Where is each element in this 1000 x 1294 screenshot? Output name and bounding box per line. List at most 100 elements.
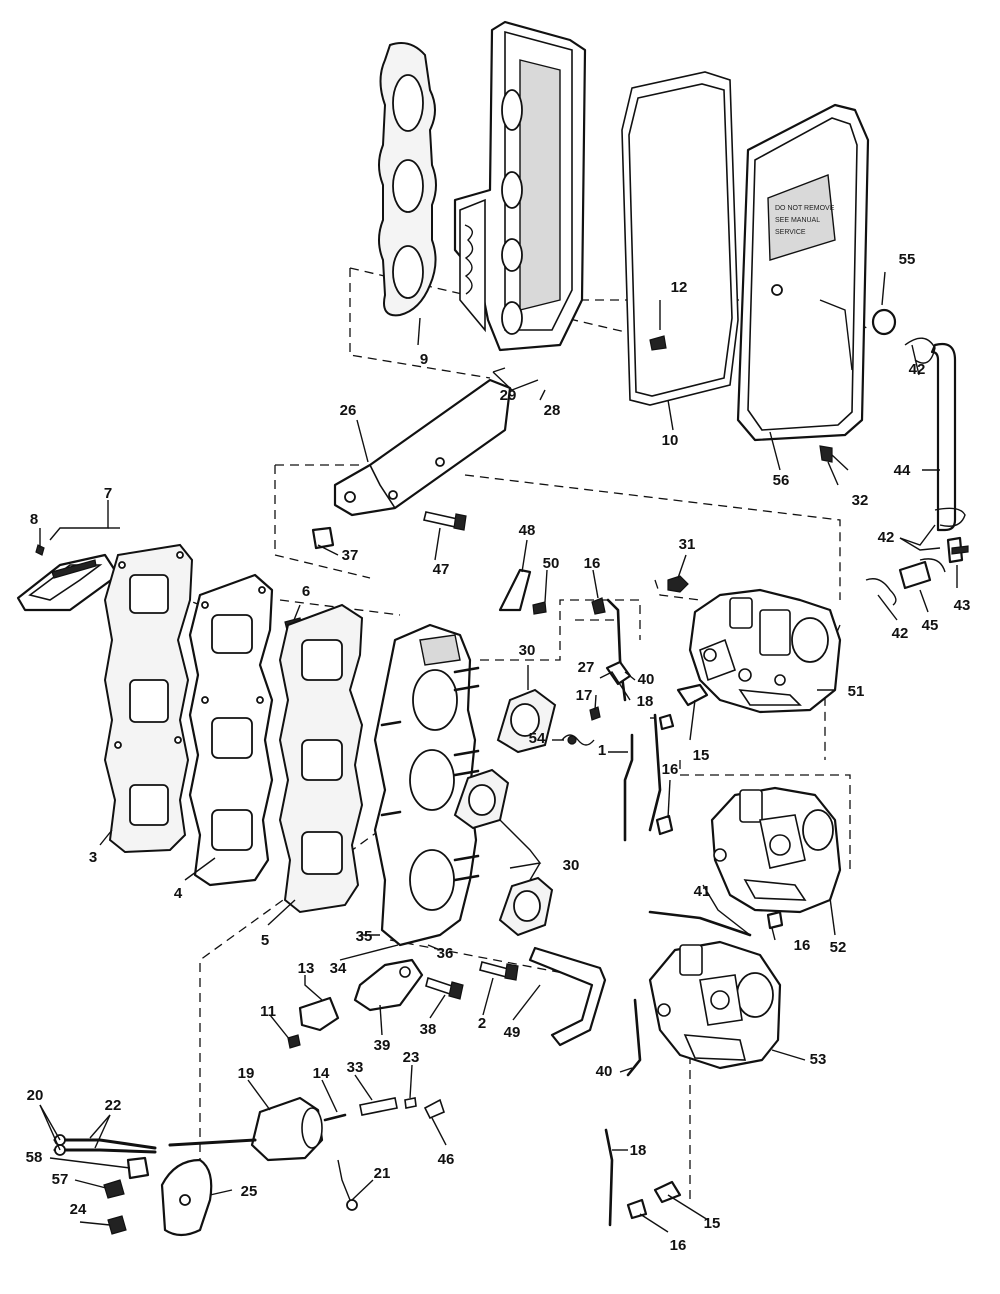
bolt-47 [423,511,467,531]
callout-28: 28 [544,402,561,419]
callout-34: 34 [330,960,347,977]
callout-53: 53 [810,1051,827,1068]
gasket-3 [103,543,194,854]
callout-labels: 9 12 55 42 29 28 26 10 56 32 44 7 8 48 3… [26,251,971,1254]
grommet-37 [311,526,335,550]
adapter-plate-34 [373,623,480,947]
callout-39: 39 [374,1037,391,1054]
callout-25: 25 [241,1183,258,1200]
callout-42-upper: 42 [909,361,926,378]
callout-51: 51 [848,683,865,700]
callout-21: 21 [374,1165,391,1182]
bracket-13 [298,996,340,1032]
screw-11 [287,1034,301,1049]
throttle-cam-39 [353,958,424,1012]
callout-44: 44 [894,462,911,479]
callout-58: 58 [26,1149,43,1166]
callout-47: 47 [433,561,450,578]
callout-16-c: 16 [794,937,811,954]
callout-35: 35 [356,928,373,945]
callout-54: 54 [529,730,546,747]
reed-plate-7 [16,544,120,612]
spring-54 [561,734,595,746]
fuel-hose-assembly [865,337,969,606]
callout-46: 46 [438,1151,455,1168]
callout-29: 29 [500,387,517,404]
screw-24 [107,1215,127,1235]
callout-30-upper: 30 [519,642,536,659]
screw-57 [103,1179,125,1199]
callout-15-upper: 15 [693,747,710,764]
callout-52: 52 [830,939,847,956]
bolt-38 [425,976,464,1000]
callout-31: 31 [679,536,696,553]
manifold-bar-26 [333,378,512,517]
callout-42-lower: 42 [892,625,909,642]
callout-16-b: 16 [662,761,679,778]
callout-57: 57 [52,1171,69,1188]
callout-4: 4 [174,885,183,902]
callout-16-d: 16 [670,1237,687,1254]
callout-16-a: 16 [584,555,601,572]
bracket-25 [160,1158,213,1237]
gasket-5 [278,603,364,914]
callout-11: 11 [260,1003,276,1020]
link-rod-41 [648,910,784,937]
callout-45: 45 [922,617,939,634]
callout-6: 6 [302,583,310,600]
callout-37: 37 [342,547,359,564]
callout-24: 24 [70,1201,87,1218]
callout-1: 1 [598,742,606,759]
svg-text:DO NOT REMOVE: DO NOT REMOVE [775,205,835,212]
callout-leaders [39,271,958,1233]
callout-36: 36 [437,945,454,962]
callout-18-upper: 18 [637,693,654,710]
callout-19: 19 [238,1065,255,1082]
callout-43: 43 [954,597,971,614]
callout-7: 7 [104,485,112,502]
wire-harness-20 [53,1134,157,1156]
callout-42-middle: 42 [878,529,895,546]
plug-55 [871,308,897,336]
nut-31 [667,575,689,593]
callout-32: 32 [852,492,869,509]
callout-55: 55 [899,251,916,268]
callout-15-lower: 15 [704,1215,721,1232]
callout-12: 12 [671,279,688,296]
callout-5: 5 [261,932,269,949]
callout-3: 3 [89,849,97,866]
callout-38: 38 [420,1021,437,1038]
carb-gasket-30 [453,688,557,937]
screw-32 [819,445,849,471]
callout-14: 14 [313,1065,330,1082]
callout-9: 9 [420,351,428,368]
callout-30-lower: 30 [563,857,580,874]
callout-27: 27 [578,659,595,676]
callout-8: 8 [30,511,38,528]
cover-gasket-10 [621,71,739,406]
callout-49: 49 [504,1024,521,1041]
airbox-28 [453,20,587,352]
callout-13: 13 [298,960,315,977]
choke-solenoid-19 [168,1096,445,1211]
lower-linkage [604,998,682,1227]
callout-40-upper: 40 [638,671,655,688]
callout-48: 48 [519,522,536,539]
callout-2: 2 [478,1015,486,1032]
clip-58 [126,1156,150,1180]
callout-10: 10 [662,432,679,449]
carburetor-53 [648,940,782,1070]
callout-20: 20 [27,1087,44,1104]
callout-33: 33 [347,1059,364,1076]
callout-23: 23 [403,1049,420,1066]
reed-plate-4 [188,573,274,887]
screw-12 [649,335,667,351]
hose-49 [528,946,607,1047]
callout-26: 26 [340,402,357,419]
svg-text:SEE MANUAL: SEE MANUAL [775,217,820,224]
callout-50: 50 [543,555,560,572]
callout-18-lower: 18 [630,1142,647,1159]
callout-22: 22 [105,1097,122,1114]
